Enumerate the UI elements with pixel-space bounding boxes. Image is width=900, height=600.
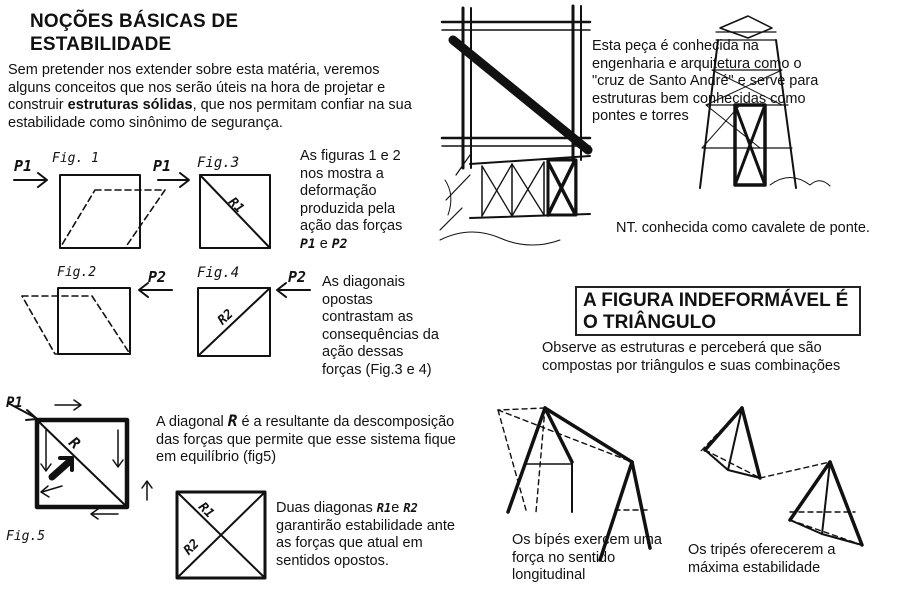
text-cross: Esta peça é conhecida na engenharia e ar… [592,38,819,124]
two-diagonals-r1-label: R1 [194,499,217,522]
fig5-r-label: R [65,433,84,453]
fig4-r2-label: R2 [214,306,237,329]
intro-text-2: , que nos permitam confiar na sua estabi… [8,97,412,131]
two-diagonals-drawing [175,490,267,580]
text-two-diagonals-r2: R2 [403,501,418,515]
fig4-p2-label: P2 [288,268,307,286]
text-resultant-b: é a resultante da descomposição das forç… [156,414,456,465]
text-diagonals: As diagonais opostas contrastam as conse… [322,274,439,378]
intro-paragraph: Sem pretender nos extender sobre esta ma… [8,62,420,132]
text-two-diagonals-a: Duas diagonas [276,500,373,516]
fig5-drawing [7,399,153,520]
text-fig12-p1: P1 [300,236,316,252]
fig3-label: Fig.3 [197,155,240,171]
fig5-p1-label: P1 [6,395,23,411]
fig3-drawing [157,172,271,249]
text-cross-note: NT. conhecida como cavalete de ponte. [616,220,870,236]
text-resultant-symbol: R [227,411,238,430]
page-title: NOÇÕES BÁSICAS DE ESTABILIDADE [30,11,239,55]
intro-bold: estruturas sólidas [67,97,193,113]
text-two-diagonals-e: e [391,500,400,516]
text-fig12: As figuras 1 e 2 nos mostra a deformação… [300,148,412,253]
saint-andrew-cross-sketch [439,4,593,246]
text-two-diagonals-b: garantirão estabilidade ante as forças q… [276,517,455,569]
bipods-sketch [497,406,652,562]
text-two-diagonals: Duas diagonas R1e R2 garantirão estabili… [276,500,456,570]
fig4-label: Fig.4 [197,265,240,281]
fig2-drawing [21,282,173,355]
fig2-p2-label: P2 [148,268,167,286]
triangle-text: Observe as estruturas e perceberá que sã… [542,340,841,374]
text-resultant: A diagonal R é a resultante da descompos… [156,412,456,467]
fig3-r1-label: R1 [224,194,247,217]
fig4-drawing [197,282,311,357]
tower-sketch [699,15,831,189]
tripods-sketch [699,406,864,547]
fig3-p1-label: P1 [153,157,172,175]
fig2-label: Fig.2 [57,265,97,280]
text-fig12-line: As figuras 1 e 2 nos mostra a deformação… [300,148,403,234]
fig5-label: Fig.5 [6,529,46,544]
intro-text-1: Sem pretender nos extender sobre esta ma… [8,62,386,113]
text-fig12-p2: P2 [331,236,348,252]
fig1-drawing [13,172,166,249]
text-two-diagonals-r1: R1 [376,501,392,515]
fig1-p1-label: P1 [14,157,33,175]
text-bipes: Os bípés exercem uma força no sentido lo… [512,532,662,583]
text-resultant-a: A diagonal [156,414,224,430]
text-fig12-and: e [319,235,328,252]
text-tripes: Os tripés oferecerem a máxima estabilida… [688,542,836,576]
fig1-label: Fig. 1 [52,151,99,166]
triangle-title: A FIGURA INDEFORMÁVEL É O TRIÂNGULO [575,286,861,336]
